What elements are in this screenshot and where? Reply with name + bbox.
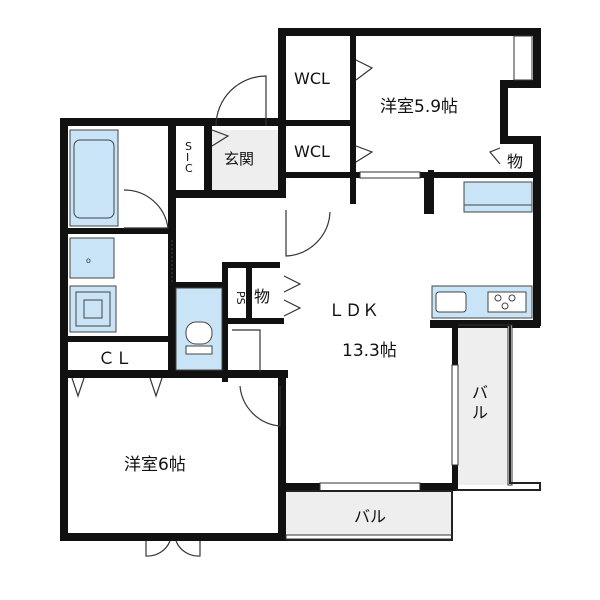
- wcl-lower-door: [355, 145, 374, 163]
- bath-door: [123, 189, 169, 229]
- storage-a-door: [489, 147, 501, 165]
- washing-machine-icon: [69, 285, 117, 333]
- balcony-side-label: バル: [472, 383, 488, 422]
- closet-label: ＣＬ: [98, 349, 132, 369]
- gas-stove-icon: [487, 291, 527, 313]
- window-room-a-bottom: [359, 171, 421, 179]
- window-ldk-side: [451, 364, 459, 466]
- wcl-upper-label: WCL: [294, 69, 330, 88]
- storage-b-door: [283, 275, 302, 317]
- ldk-door: [285, 210, 331, 257]
- washbasin-icon: [69, 237, 115, 279]
- refrigerator-space-icon: [463, 181, 533, 213]
- western-room-a-label: 洋室5.9帖: [380, 97, 458, 117]
- doors: [71, 59, 501, 557]
- ldk-size-label: 13.3帖: [342, 341, 397, 361]
- balcony-outlines: [286, 324, 541, 541]
- entrance-label: 玄関: [224, 150, 254, 168]
- western-room-b-label: 洋室6帖: [124, 455, 186, 475]
- wcl-upper-door: [355, 59, 374, 81]
- kitchen-sink-icon: [435, 291, 467, 313]
- balcony-bottom-floor: [286, 490, 452, 540]
- toilet-door: [232, 329, 261, 372]
- closet-doors: [71, 377, 163, 398]
- pipe-space-label: PS: [234, 291, 247, 305]
- entrance-floor: [212, 130, 278, 196]
- storage-a-label: 物: [507, 152, 523, 171]
- ldk-label: ＬＤＫ: [328, 301, 379, 321]
- svg-text:o: o: [86, 256, 91, 265]
- storage-b-label: 物: [254, 287, 270, 306]
- window-upper-right: [513, 35, 533, 81]
- shoe-closet-door: [211, 129, 230, 147]
- balcony-side-floor: [458, 325, 510, 485]
- front-door: [215, 75, 267, 127]
- floor-fills: [212, 130, 510, 540]
- room-b-window-door: [145, 540, 201, 557]
- balcony-bottom-label: バル: [354, 507, 386, 526]
- wcl-lower-label: WCL: [294, 142, 330, 161]
- toilet-icon: [185, 321, 213, 345]
- room-b-door: [239, 385, 281, 427]
- window-ldk-bottom: [319, 482, 421, 492]
- window-balcony-bottom-edge: [285, 534, 453, 540]
- fixtures: o: [69, 129, 533, 371]
